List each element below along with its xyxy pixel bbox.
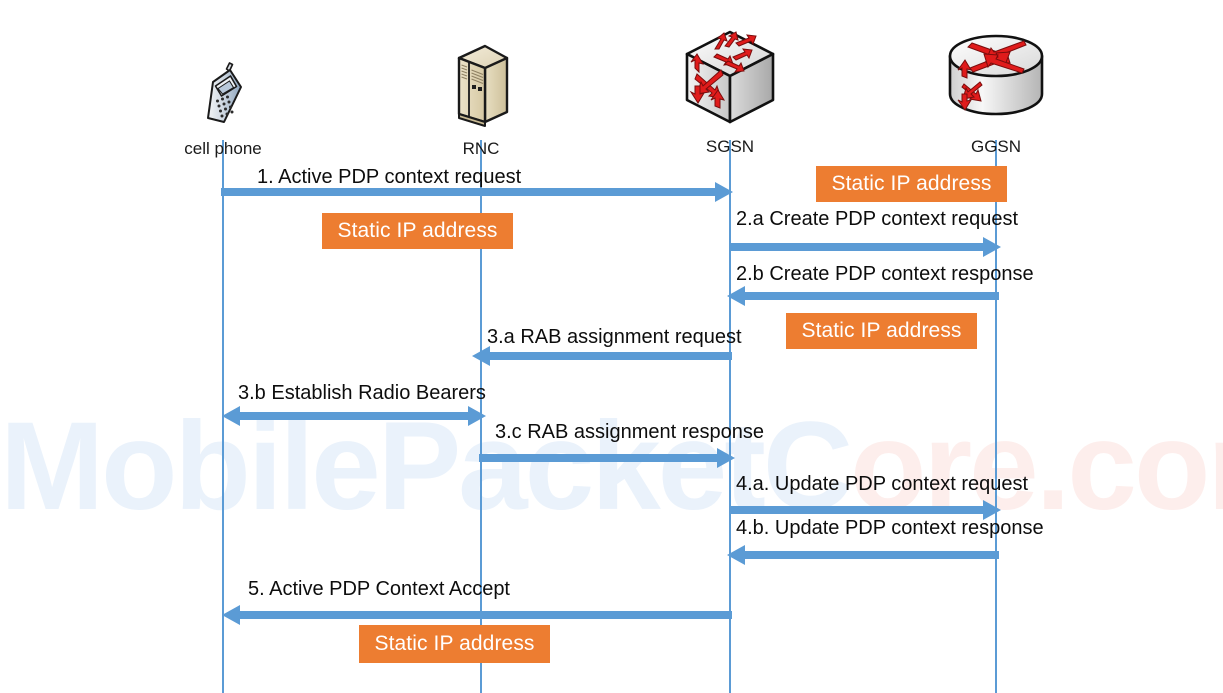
message-arrow-3b [218, 406, 490, 426]
message-arrow-1 [221, 182, 735, 202]
message-arrow-2a [729, 237, 1003, 257]
message-arrow-3c [479, 448, 737, 468]
status-badge-static-ip-3: Static IP address [786, 313, 977, 349]
message-arrow-5 [218, 605, 732, 625]
node-label-sgsn: SGSN [705, 137, 755, 156]
node-rnc[interactable]: RNC [421, 36, 541, 159]
message-arrow-4a [729, 500, 1003, 520]
message-label-3c: 3.c RAB assignment response [495, 421, 765, 443]
node-label-rnc: RNC [462, 139, 500, 158]
node-ggsn[interactable]: GGSN [936, 28, 1056, 157]
node-cell-phone[interactable]: cell phone [163, 60, 283, 159]
node-sgsn[interactable]: SGSN [670, 24, 790, 157]
router-icon [936, 28, 1056, 135]
switch-icon [670, 24, 790, 135]
message-arrow-2b [725, 286, 999, 306]
message-label-4b: 4.b. Update PDP context response [736, 517, 1044, 539]
status-badge-static-ip-1: Static IP address [816, 166, 1007, 202]
status-badge-static-ip-4: Static IP address [359, 625, 550, 663]
message-label-4a: 4.a. Update PDP context request [736, 473, 1029, 495]
message-label-3b: 3.b Establish Radio Bearers [238, 382, 486, 404]
node-label-ggsn: GGSN [970, 137, 1022, 156]
node-label-cell-phone: cell phone [184, 139, 262, 158]
lifeline-sgsn [729, 140, 731, 693]
cell-phone-icon [163, 60, 283, 137]
message-arrow-4b [725, 545, 999, 565]
message-label-3a: 3.a RAB assignment request [487, 326, 742, 348]
status-badge-static-ip-2: Static IP address [322, 213, 513, 249]
message-arrow-3a [468, 346, 732, 366]
lifeline-ggsn [995, 140, 997, 693]
message-label-1: 1. Active PDP context request [257, 166, 522, 188]
message-label-2a: 2.a Create PDP context request [736, 208, 1019, 230]
message-label-2b: 2.b Create PDP context response [736, 263, 1034, 285]
server-icon [421, 36, 541, 137]
message-label-5: 5. Active PDP Context Accept [248, 578, 510, 600]
